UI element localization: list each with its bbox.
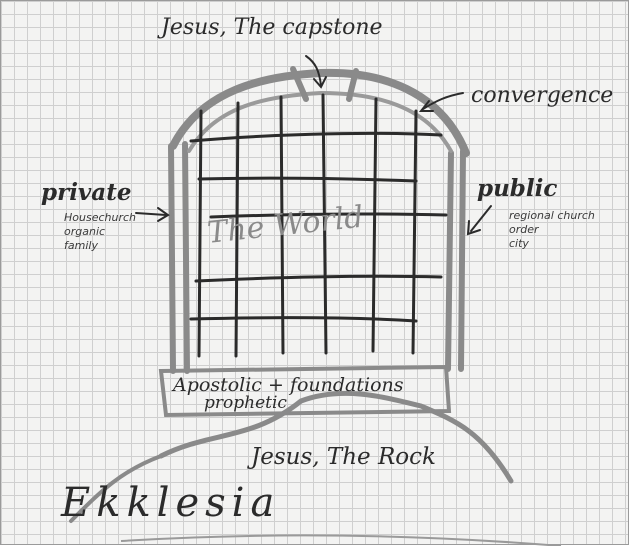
private-note-2: organic: [64, 225, 136, 239]
rock-label: Jesus, The Rock: [251, 446, 436, 469]
public-notes: regional church order city: [509, 209, 595, 251]
capstone-label: Jesus, The capstone: [161, 17, 383, 39]
public-arrow: [471, 206, 491, 231]
convergence-label: convergence: [471, 85, 613, 107]
public-note-1: regional church: [509, 209, 595, 223]
ekklesia-label: Ekklesia: [61, 483, 280, 523]
foundation-line-2: prophetic: [204, 395, 287, 412]
private-notes: Housechurch organic family: [64, 211, 136, 253]
public-note-2: order: [509, 223, 595, 237]
right-pillar: [448, 151, 463, 369]
private-title: private: [41, 181, 131, 204]
public-title: public: [477, 177, 557, 200]
public-note-3: city: [509, 237, 595, 251]
private-arrow: [136, 213, 166, 215]
ground-line: [121, 536, 561, 546]
arch-inner: [189, 93, 451, 151]
private-note-3: family: [64, 239, 136, 253]
private-note-1: Housechurch: [64, 211, 136, 225]
left-pillar: [171, 144, 187, 371]
